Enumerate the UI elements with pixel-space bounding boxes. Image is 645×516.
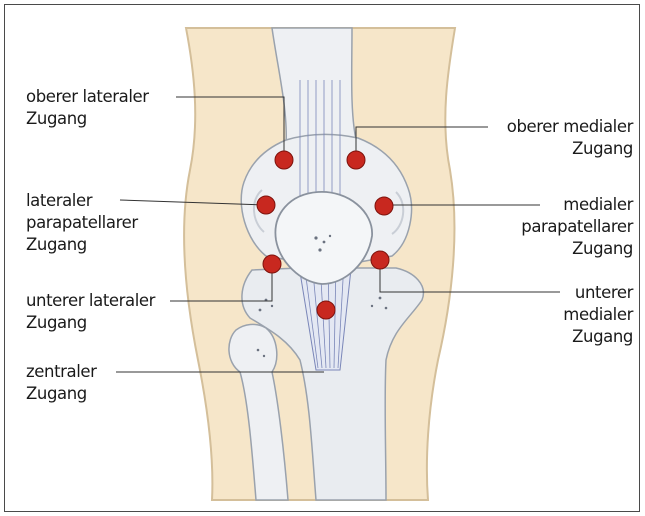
portal-inferior-lateral	[263, 255, 281, 273]
label-line: Zugang	[26, 234, 138, 256]
label-line: Zugang	[521, 238, 633, 260]
label-line: Zugang	[26, 383, 97, 405]
label-inferior-lateral: unterer lateraler Zugang	[26, 290, 155, 334]
label-line: lateraler	[26, 190, 138, 212]
portal-inferior-medial	[371, 251, 389, 269]
label-line: zentraler	[26, 361, 97, 383]
portal-medial-parapatellar	[375, 197, 393, 215]
label-superior-medial: oberer medialer Zugang	[507, 116, 633, 160]
label-inferior-medial: unterer medialer Zugang	[563, 282, 633, 348]
label-line: oberer medialer	[507, 116, 633, 138]
portal-lateral-parapatellar	[257, 196, 275, 214]
label-line: oberer lateraler	[26, 86, 149, 108]
label-line: Zugang	[26, 312, 155, 334]
label-line: Zugang	[507, 138, 633, 160]
label-line: medialer	[521, 194, 633, 216]
label-central: zentraler Zugang	[26, 361, 97, 405]
portal-central	[317, 301, 335, 319]
label-line: unterer lateraler	[26, 290, 155, 312]
label-line: parapatellarer	[26, 212, 138, 234]
label-line: medialer	[563, 304, 633, 326]
label-line: unterer	[563, 282, 633, 304]
label-line: Zugang	[563, 326, 633, 348]
label-superior-lateral: oberer lateraler Zugang	[26, 86, 149, 130]
label-lateral-parapatellar: lateraler parapatellarer Zugang	[26, 190, 138, 256]
portal-superior-medial	[347, 151, 365, 169]
portal-superior-lateral	[275, 151, 293, 169]
label-line: parapatellarer	[521, 216, 633, 238]
label-line: Zugang	[26, 108, 149, 130]
label-medial-parapatellar: medialer parapatellarer Zugang	[521, 194, 633, 260]
